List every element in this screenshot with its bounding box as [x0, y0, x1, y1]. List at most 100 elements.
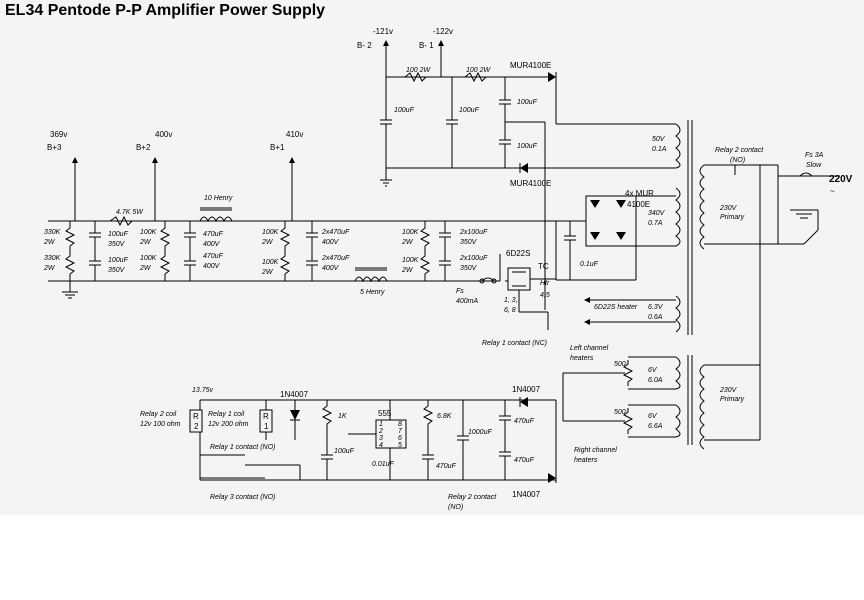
r330k-a-w: 2W: [43, 239, 56, 246]
t2-s6bi: 6.6A: [648, 423, 663, 430]
t1-s340: 340V: [648, 210, 666, 217]
tube-htr: Htr: [540, 280, 550, 287]
t2-pot-a: 500: [614, 361, 626, 368]
c100-a: 100uF: [108, 231, 129, 238]
r68k: 6.8K: [437, 413, 452, 420]
tube-tc: TC: [538, 262, 549, 271]
r100k-a-w: 2W: [139, 239, 152, 246]
ic-pin-l2: 2: [378, 428, 383, 435]
bn1-label: B- 1: [419, 41, 434, 50]
r-b1: 100 2W: [406, 67, 432, 74]
tube-label: 6D22S: [506, 249, 530, 258]
c-b2: 100uF: [459, 107, 480, 114]
c470b-timer: 470uF: [514, 418, 535, 425]
ic-pin-l1: 1: [379, 421, 383, 428]
c100-b-v: 350V: [108, 267, 126, 274]
diode-1n4007-b: 1N4007: [512, 385, 541, 394]
r47k: 4.7K 5W: [116, 209, 144, 216]
labels: 369v B+3 400v B+2 410v B+1 -121v B- 2 -1…: [43, 27, 853, 511]
r-b2: 100 2W: [466, 67, 492, 74]
t2-s6b: 6V: [648, 413, 658, 420]
relay2-nc: (NO): [730, 157, 745, 164]
c470-timer: 470uF: [436, 463, 457, 470]
ic-pin-r5: 5: [398, 442, 402, 449]
c-b3: 100uF: [517, 99, 538, 106]
c2x470-a: 2x470uF: [321, 229, 350, 236]
bridge-label: 4x MUR: [625, 189, 654, 198]
fuse-value: 400mA: [456, 298, 479, 305]
c-b1: 100uF: [394, 107, 415, 114]
c2x100-b: 2x100uF: [459, 255, 488, 262]
relay2-r: R: [193, 412, 199, 421]
relay1-r: R: [263, 412, 269, 421]
r100k-c: 100K: [262, 229, 279, 236]
t1-h63i: 0.6A: [648, 314, 663, 321]
mains-fuse: Fs 3A: [805, 152, 824, 159]
tube-pins-b: 1, 3,: [504, 297, 518, 304]
relay2-coil-b: 12v 100 ohm: [140, 421, 181, 428]
fuse-label: Fs: [456, 288, 464, 295]
bridge-label-b: 4100E: [627, 200, 650, 209]
c100-a-v: 350V: [108, 241, 126, 248]
c2x100-a-v: 350V: [460, 239, 478, 246]
ic-555-label: 555: [378, 409, 392, 418]
c2x470-b: 2x470uF: [321, 255, 350, 262]
r100k-c-w: 2W: [261, 239, 274, 246]
mains-section: [704, 164, 840, 372]
mur-top: MUR4100E: [510, 61, 551, 70]
b2-label: B+2: [136, 143, 151, 152]
b3-voltage: 369v: [50, 130, 67, 139]
c1000-timer: 1000uF: [468, 429, 492, 436]
r330k-b-w: 2W: [43, 265, 56, 272]
relay2-r-num: 2: [194, 422, 199, 431]
relay1-nc: Relay 1 contact (NC): [482, 340, 547, 347]
right-heaters: Right channel: [574, 447, 617, 454]
r100k-d: 100K: [262, 259, 279, 266]
rectifier-tube: [479, 267, 556, 330]
b2-voltage: 400v: [155, 130, 172, 139]
ic-pin-r7: 7: [398, 428, 403, 435]
relay2-no-b: (NO): [448, 504, 463, 511]
tube-pins-c: 6, 8: [504, 307, 516, 314]
c470-a-v: 400V: [203, 241, 221, 248]
c2x470-b-v: 400V: [322, 265, 340, 272]
c2x100-a: 2x100uF: [459, 229, 488, 236]
schematic-canvas: [0, 0, 864, 515]
right-heaters-b: heaters: [574, 457, 598, 464]
bridge-rectifier: [555, 195, 676, 281]
diode-1n4007-c: 1N4007: [512, 490, 541, 499]
transformer-2: [562, 355, 761, 450]
relay2-no: Relay 2 contact: [448, 494, 497, 501]
r100k-b-w: 2W: [139, 265, 152, 272]
rail-components: [64, 207, 451, 283]
t1-s340i: 0.7A: [648, 220, 663, 227]
choke10: 10 Henry: [204, 195, 233, 202]
c470-b: 470uF: [203, 253, 224, 260]
tube-pins-a: 4,5: [540, 292, 550, 299]
timer-circuit: [189, 397, 557, 483]
c01: 0.1uF: [580, 261, 599, 268]
t2-s6a: 6V: [648, 367, 658, 374]
choke5: 5 Henry: [360, 289, 385, 296]
r100k-e-w: 2W: [401, 239, 414, 246]
mains-tilde: ~: [830, 187, 835, 196]
schematic: 369v B+3 400v B+2 410v B+1 -121v B- 2 -1…: [43, 27, 853, 511]
bias-supply: [380, 40, 676, 310]
r100k-e: 100K: [402, 229, 419, 236]
r330k-a: 330K: [44, 229, 61, 236]
bn1-voltage: -122v: [433, 27, 453, 36]
r100k-a: 100K: [140, 229, 157, 236]
relay1-coil: Relay 1 coil: [208, 411, 245, 418]
relay1-no: Relay 1 contact (NO): [210, 444, 275, 451]
diode-1n4007-a: 1N4007: [280, 390, 309, 399]
t2-pot-b: 500: [614, 409, 626, 416]
b1-voltage: 410v: [286, 130, 303, 139]
bn2-label: B- 2: [357, 41, 372, 50]
c2x470-a-v: 400V: [322, 239, 340, 246]
t1-s50: 50V: [652, 136, 666, 143]
t1-primary: 230V: [719, 205, 738, 212]
relay3-no: Relay 3 contact (NO): [210, 494, 275, 501]
timer-v: 13.75v: [192, 387, 214, 394]
r100k-b: 100K: [140, 255, 157, 262]
c100-timer: 100uF: [334, 448, 355, 455]
